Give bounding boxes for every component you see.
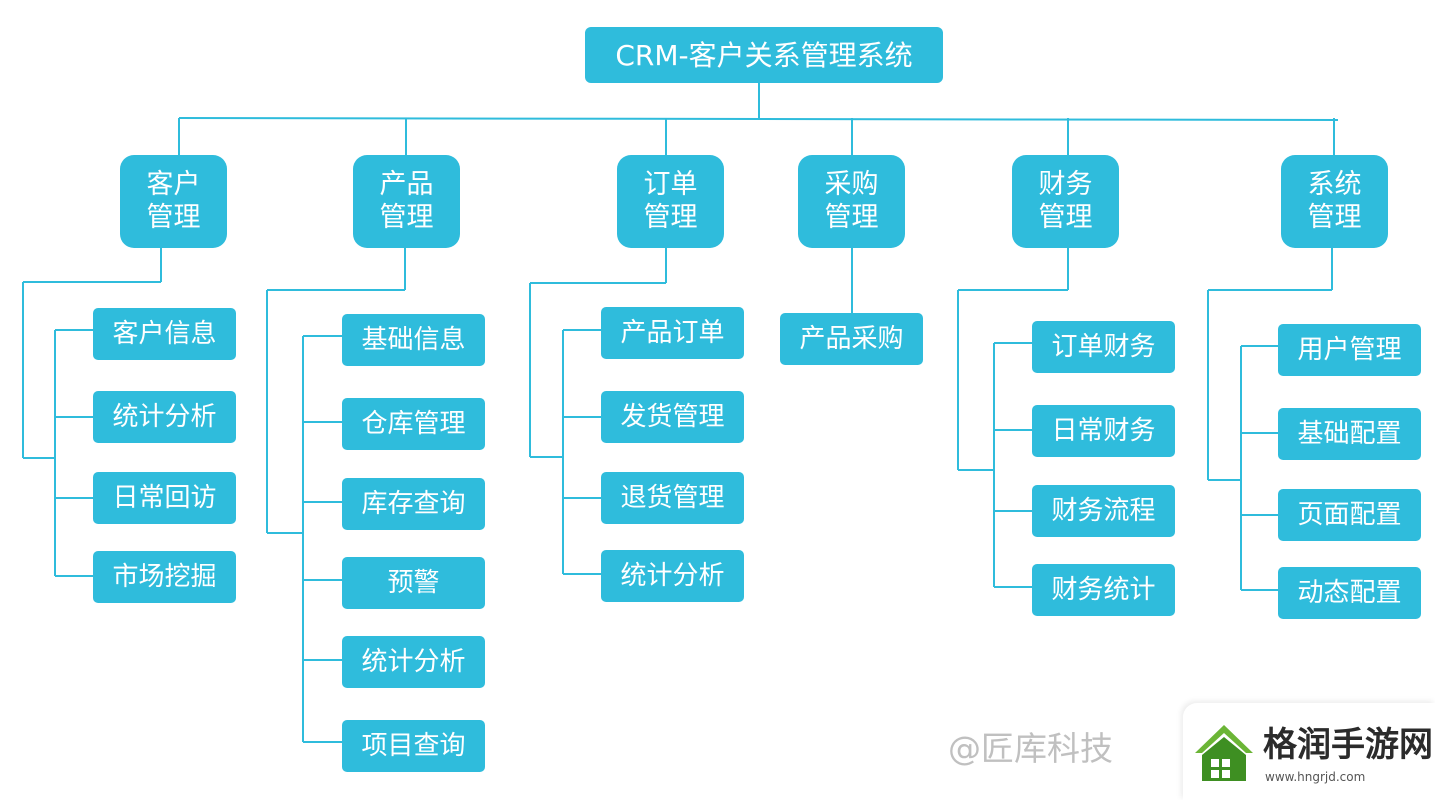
leaf-node: 日常财务 <box>1032 405 1175 457</box>
leaf-label: 项目查询 <box>361 730 466 761</box>
category-node: 系统 管理 <box>1281 155 1388 248</box>
leaf-label: 基础信息 <box>361 324 466 355</box>
leaf-node: 财务统计 <box>1032 564 1175 616</box>
leaf-label: 财务统计 <box>1051 574 1156 605</box>
leaf-node: 统计分析 <box>93 391 236 443</box>
leaf-label: 统计分析 <box>361 646 466 677</box>
site-watermark-badge: 格润手游网 www.hngrjd.com <box>1183 703 1435 800</box>
leaf-label: 日常回访 <box>112 482 217 513</box>
leaf-node: 页面配置 <box>1278 489 1421 541</box>
leaf-node: 财务流程 <box>1032 485 1175 537</box>
category-label: 财务 管理 <box>1038 168 1093 233</box>
leaf-label: 客户信息 <box>112 318 217 349</box>
leaf-label: 用户管理 <box>1297 334 1402 365</box>
leaf-node: 项目查询 <box>342 720 485 772</box>
leaf-label: 统计分析 <box>620 560 725 591</box>
leaf-label: 预警 <box>387 567 440 598</box>
category-label: 产品 管理 <box>379 168 434 233</box>
root-node-label: CRM-客户关系管理系统 <box>615 38 913 72</box>
leaf-node: 统计分析 <box>342 636 485 688</box>
leaf-label: 财务流程 <box>1051 495 1156 526</box>
leaf-node: 日常回访 <box>93 472 236 524</box>
leaf-label: 库存查询 <box>361 488 466 519</box>
leaf-label: 市场挖掘 <box>112 561 217 592</box>
leaf-node: 产品订单 <box>601 307 744 359</box>
category-label: 系统 管理 <box>1307 168 1362 233</box>
category-label: 订单 管理 <box>643 168 698 233</box>
leaf-node: 发货管理 <box>601 391 744 443</box>
leaf-label: 动态配置 <box>1297 577 1402 608</box>
category-node: 产品 管理 <box>353 155 460 248</box>
site-name: 格润手游网 <box>1263 725 1433 765</box>
category-node: 采购 管理 <box>798 155 905 248</box>
root-node: CRM-客户关系管理系统 <box>585 27 943 83</box>
leaf-label: 订单财务 <box>1051 331 1156 362</box>
category-label: 客户 管理 <box>146 168 201 233</box>
leaf-node: 预警 <box>342 557 485 609</box>
category-node: 客户 管理 <box>120 155 227 248</box>
leaf-label: 日常财务 <box>1051 415 1156 446</box>
leaf-node: 动态配置 <box>1278 567 1421 619</box>
leaf-label: 产品采购 <box>799 323 904 354</box>
watermark-text: @匠库科技 <box>948 729 1113 768</box>
leaf-label: 退货管理 <box>620 482 725 513</box>
leaf-node: 基础信息 <box>342 314 485 366</box>
leaf-node: 库存查询 <box>342 478 485 530</box>
category-label: 采购 管理 <box>824 168 879 233</box>
leaf-node: 订单财务 <box>1032 321 1175 373</box>
leaf-label: 仓库管理 <box>361 408 466 439</box>
leaf-node: 市场挖掘 <box>93 551 236 603</box>
leaf-label: 基础配置 <box>1297 418 1402 449</box>
leaf-node: 统计分析 <box>601 550 744 602</box>
leaf-label: 统计分析 <box>112 401 217 432</box>
leaf-node: 用户管理 <box>1278 324 1421 376</box>
site-url: www.hngrjd.com <box>1265 770 1366 784</box>
category-node: 财务 管理 <box>1012 155 1119 248</box>
leaf-label: 页面配置 <box>1297 499 1402 530</box>
leaf-node: 产品采购 <box>780 313 923 365</box>
leaf-node: 退货管理 <box>601 472 744 524</box>
connector-line <box>178 117 1339 121</box>
leaf-node: 仓库管理 <box>342 398 485 450</box>
leaf-node: 基础配置 <box>1278 408 1421 460</box>
leaf-label: 产品订单 <box>620 317 725 348</box>
leaf-label: 发货管理 <box>620 401 725 432</box>
category-node: 订单 管理 <box>617 155 724 248</box>
house-roof-icon <box>1195 725 1253 781</box>
leaf-node: 客户信息 <box>93 308 236 360</box>
